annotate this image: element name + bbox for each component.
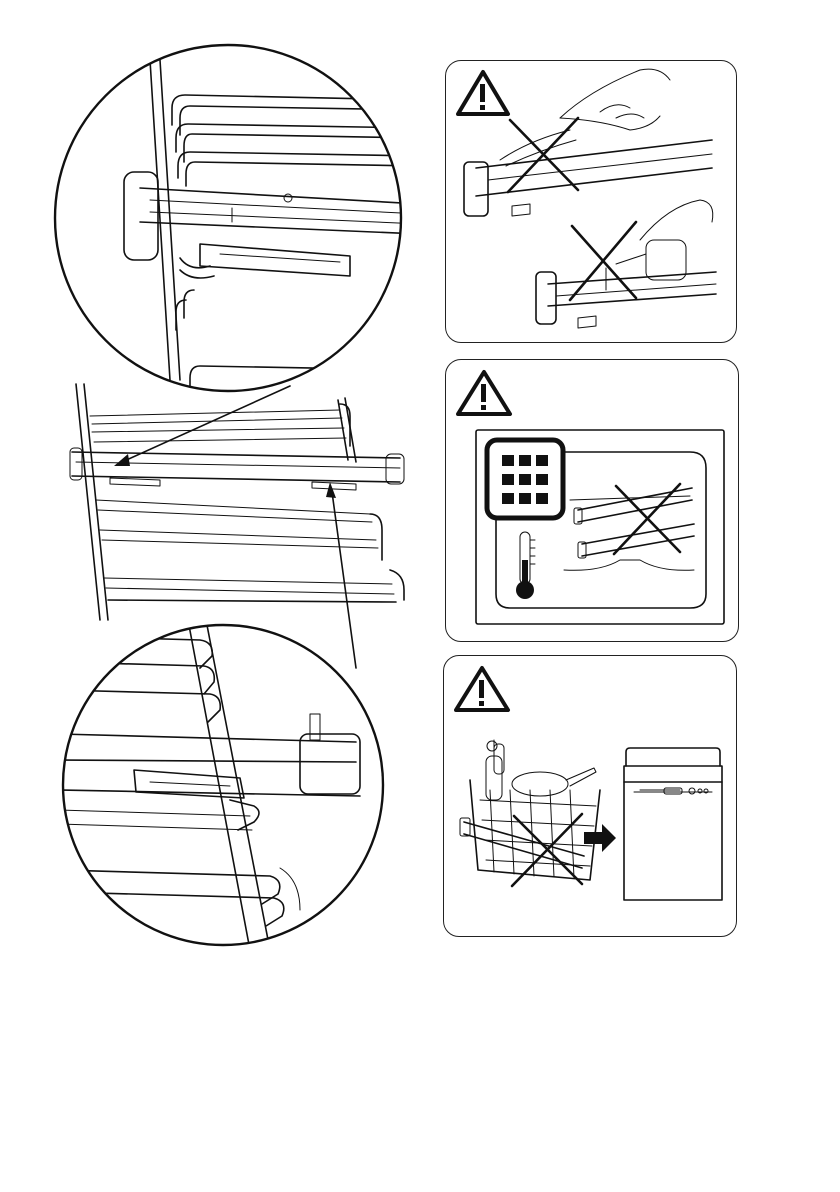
panel-3-content [456, 668, 722, 900]
grid-program-icon [487, 440, 563, 518]
dishwasher-icon [624, 748, 722, 900]
magnifier-bottom [60, 620, 383, 950]
rack-detail-bottom [60, 620, 360, 950]
panel-2-content [458, 372, 724, 624]
oven-rack-overview [70, 384, 404, 620]
arrow-right-icon [584, 824, 616, 852]
warning-triangle-icon [456, 668, 508, 710]
rack-detail-top [124, 60, 420, 390]
panel-1-content [458, 69, 716, 328]
warning-triangle-icon [458, 372, 510, 414]
thermometer-icon [516, 532, 535, 599]
magnifier-top [55, 45, 420, 391]
warning-triangle-icon [458, 72, 508, 114]
